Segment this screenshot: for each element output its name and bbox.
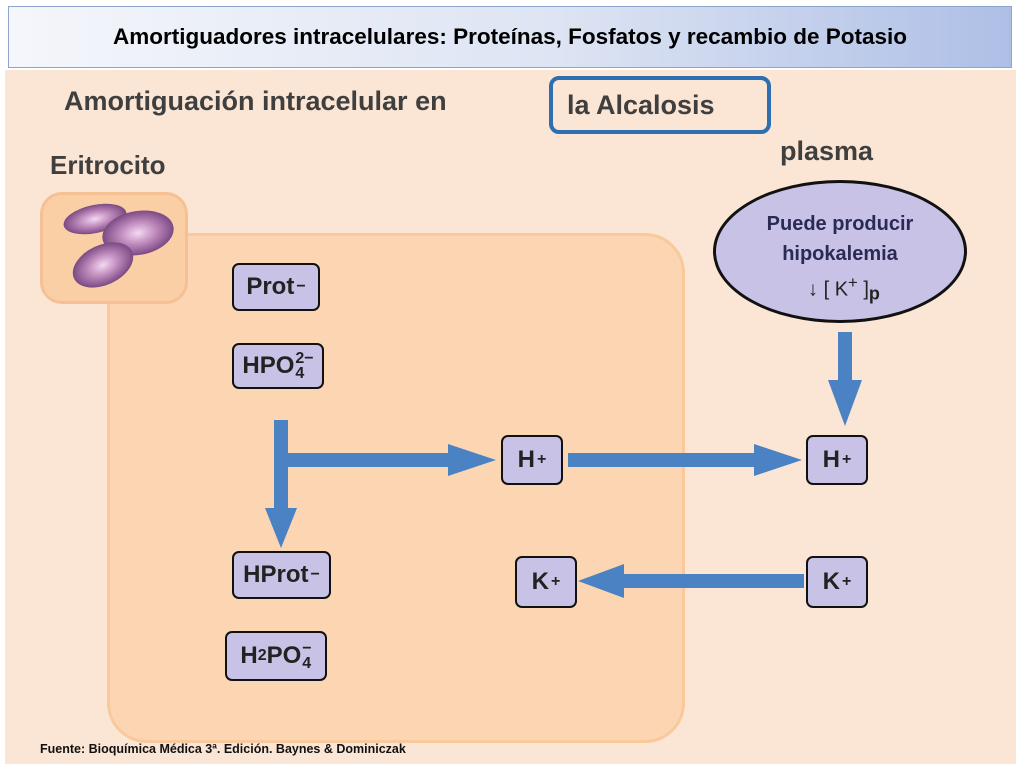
species-hprot: HProt− — [232, 551, 331, 599]
red-blood-cells-icon — [63, 203, 174, 288]
species-h-plasma: H+ — [806, 435, 868, 485]
species-h-cell: H+ — [501, 435, 563, 485]
arrow-h-to-plasma-shaft — [568, 453, 756, 467]
eritrocito-label: Eritrocito — [50, 150, 166, 180]
erythrocyte-compartment — [107, 233, 685, 743]
arrow-to-h-cell-head — [448, 444, 496, 476]
plasma-label: plasma — [780, 136, 874, 166]
down-arrow-icon: ↓ — [808, 278, 818, 301]
arrow-to-h-cell-shaft — [288, 453, 450, 467]
note-line-3: ↓ [ K+ ]p — [808, 273, 880, 304]
species-hpo4: HPO 2− 4 — [232, 343, 324, 389]
arrow-k-to-cell-head — [578, 564, 624, 598]
diagram-heading: Amortiguación intracelular en — [64, 86, 447, 116]
arrow-plasma-down-head — [828, 380, 862, 426]
species-prot: Prot− — [232, 263, 320, 311]
alcalosis-highlight: la Alcalosis — [549, 76, 771, 134]
arrow-k-to-cell-shaft — [622, 574, 804, 588]
source-citation: Fuente: Bioquímica Médica 3ª. Edición. B… — [40, 742, 406, 756]
note-line-1: Puede producir — [766, 213, 914, 235]
arrow-down-buffer-head — [265, 508, 297, 548]
arrow-h-to-plasma-head — [754, 444, 802, 476]
plasma-hypokalemia-note: Puede producir hipokalemia ↓ [ K+ ]p — [713, 180, 967, 323]
red-blood-cells-image — [40, 192, 188, 304]
note-line-2: hipokalemia — [782, 243, 898, 265]
arrow-down-buffer-shaft — [274, 420, 288, 512]
alcalosis-label: la Alcalosis — [567, 90, 715, 120]
slide-title: Amortiguadores intracelulares: Proteínas… — [8, 6, 1012, 68]
arrow-plasma-down-shaft — [838, 332, 852, 384]
species-k-plasma: K+ — [806, 556, 868, 608]
species-k-cell: K+ — [515, 556, 577, 608]
